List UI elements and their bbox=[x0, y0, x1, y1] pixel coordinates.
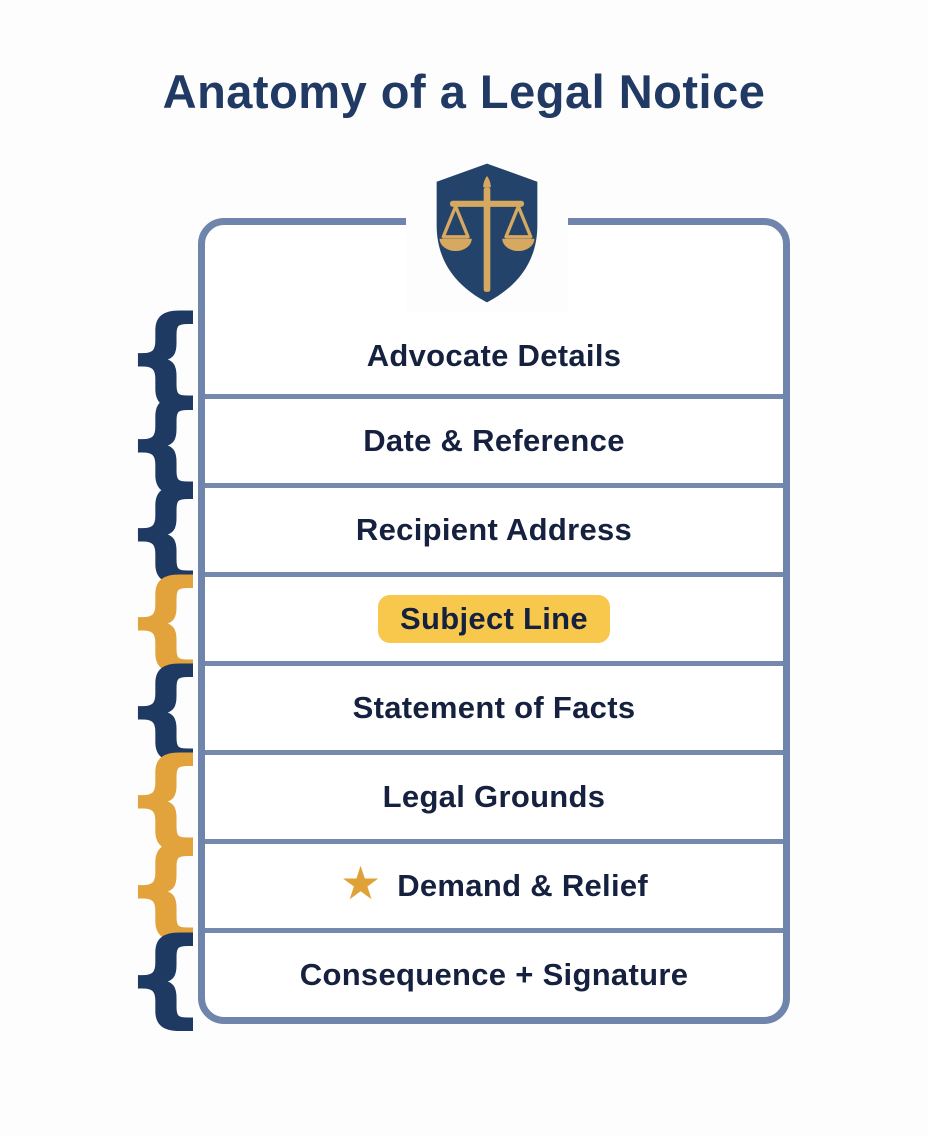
section-row-advocate-details: Advocate Details bbox=[205, 225, 783, 394]
brace-icon: { bbox=[124, 647, 208, 769]
scales-shield-icon bbox=[406, 154, 568, 312]
section-label: Recipient Address bbox=[355, 512, 633, 547]
brace-icon: { bbox=[124, 469, 208, 591]
page-title: Anatomy of a Legal Notice bbox=[162, 65, 766, 118]
section-label: Demand & Relief bbox=[397, 868, 649, 903]
brace-icon: { bbox=[124, 294, 208, 416]
brace-icon: { bbox=[124, 380, 208, 502]
brace-icon: { bbox=[124, 558, 208, 680]
section-label: Legal Grounds bbox=[382, 779, 606, 814]
section-row-date-reference: Date & Reference bbox=[205, 394, 783, 483]
section-label: Date & Reference bbox=[363, 423, 625, 458]
section-row-legal-grounds: Legal Grounds bbox=[205, 750, 783, 839]
brace-icon: { bbox=[124, 736, 208, 858]
section-row-recipient-address: Recipient Address bbox=[205, 483, 783, 572]
star-icon: ★ bbox=[339, 857, 382, 909]
section-row-subject-line: Subject Line bbox=[205, 572, 783, 661]
highlighted-section-label: Subject Line bbox=[378, 595, 610, 643]
brace-icon: { bbox=[124, 916, 208, 1038]
section-row-statement-of-facts: Statement of Facts bbox=[205, 661, 783, 750]
brace-icon: { bbox=[124, 826, 208, 948]
legal-notice-box: Advocate Details Date & Reference Recipi… bbox=[198, 218, 790, 1024]
section-label: Consequence + Signature bbox=[299, 957, 689, 992]
section-label: Statement of Facts bbox=[352, 690, 636, 725]
section-label: Advocate Details bbox=[366, 338, 622, 373]
section-row-consequence-signature: Consequence + Signature bbox=[205, 928, 783, 1017]
section-row-demand-relief: ★ Demand & Relief bbox=[205, 839, 783, 928]
